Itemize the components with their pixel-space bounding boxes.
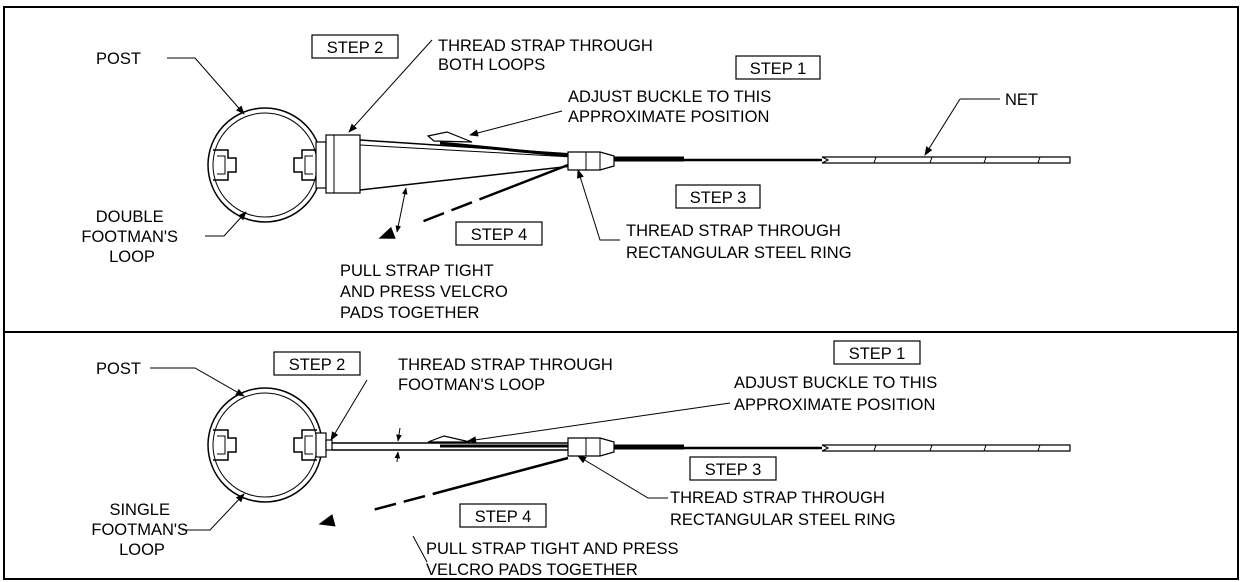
top-step4-text: PULL STRAP TIGHT AND PRESS VELCRO PADS T… <box>340 262 512 322</box>
top-step3-title: STEP 3 <box>690 189 747 207</box>
bottom-step4-title: STEP 4 <box>475 508 532 526</box>
bottom-single-loop-label: SINGLE FOOTMAN'S LOOP <box>91 501 192 559</box>
top-step2-box <box>311 34 399 59</box>
top-step3-box <box>675 184 761 209</box>
top-net-label: NET <box>1005 91 1038 109</box>
top-panel: POST DOUBLE FOOTMAN'S LOOP STEP 2 THREAD… <box>81 34 1071 322</box>
bottom-step4-text: PULL STRAP TIGHT AND PRESS VELCRO PADS T… <box>426 540 683 579</box>
top-step2-title: STEP 2 <box>327 39 384 57</box>
top-strap-drawing <box>359 131 1071 191</box>
bottom-step4-box <box>459 503 547 528</box>
top-post-drawing <box>207 107 361 223</box>
top-step3-text: THREAD STRAP THROUGH RECTANGULAR STEEL R… <box>626 222 852 262</box>
bottom-post-drawing <box>207 387 333 503</box>
bottom-step2-title: STEP 2 <box>289 356 346 374</box>
top-step4-box <box>455 221 543 246</box>
bottom-step1-title: STEP 1 <box>849 345 906 363</box>
top-step1-box <box>735 55 821 80</box>
bottom-step2-text: THREAD STRAP THROUGH FOOTMAN'S LOOP <box>398 356 617 394</box>
top-step4-title: STEP 4 <box>471 226 528 244</box>
bottom-panel: POST SINGLE FOOTMAN'S LOOP STEP 2 THREAD… <box>91 340 1071 579</box>
bottom-step3-text: THREAD STRAP THROUGH RECTANGULAR STEEL R… <box>670 489 896 529</box>
bottom-step1-text: ADJUST BUCKLE TO THIS APPROXIMATE POSITI… <box>734 374 942 414</box>
bottom-strap-drawing <box>332 435 1071 457</box>
top-post-label: POST <box>96 50 141 68</box>
bottom-step3-box <box>689 456 777 481</box>
bottom-step1-box <box>833 340 921 365</box>
bottom-post-label: POST <box>96 360 141 378</box>
top-step1-text: ADJUST BUCKLE TO THIS APPROXIMATE POSITI… <box>568 88 776 126</box>
bottom-step2-box <box>273 351 361 376</box>
top-step1-title: STEP 1 <box>750 60 807 78</box>
bottom-step3-title: STEP 3 <box>705 461 762 479</box>
top-double-loop-label: DOUBLE FOOTMAN'S LOOP <box>81 208 182 266</box>
diagram-frame <box>3 6 1239 580</box>
top-step2-text: THREAD STRAP THROUGH BOTH LOOPS <box>438 37 657 74</box>
